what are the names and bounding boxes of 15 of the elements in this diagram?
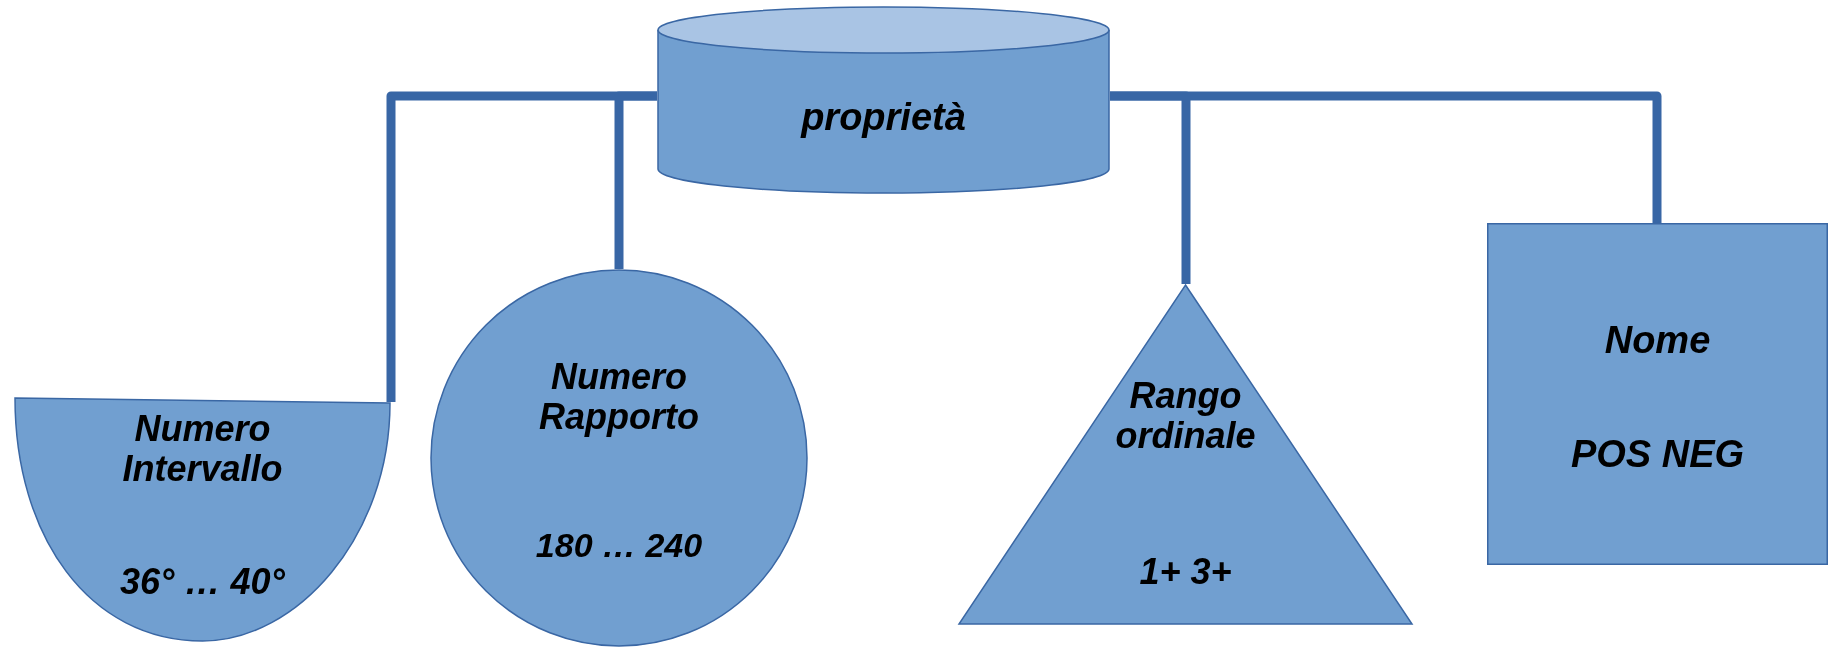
circle-shape <box>430 269 808 647</box>
node-value: 36° … 40° <box>119 562 286 603</box>
node-value: 1+ 3+ <box>1138 552 1233 593</box>
node-value: 180 … 240 <box>534 526 704 565</box>
connector-line <box>1110 91 1662 223</box>
cylinder-shape <box>657 6 1110 193</box>
node-value: POS NEG <box>1569 433 1746 476</box>
rectangle-shape <box>1487 223 1828 565</box>
node-title: proprietà <box>799 96 967 139</box>
node-title: Numero Rapporto <box>538 357 700 438</box>
node-title: Nome <box>1603 319 1712 362</box>
connector-line <box>614 91 657 269</box>
node-title: Rango ordinale <box>1114 376 1257 457</box>
triangle-shape <box>958 284 1413 625</box>
node-title: Numero Intervallo <box>121 409 284 490</box>
